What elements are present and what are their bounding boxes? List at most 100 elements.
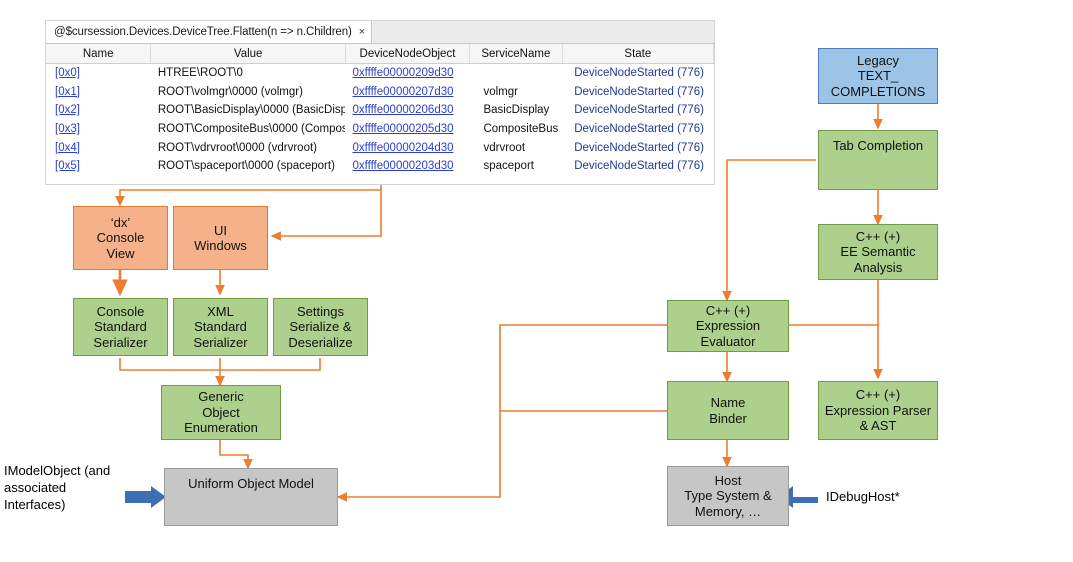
node-line: Binder (709, 410, 747, 426)
table-row[interactable]: [0x0] HTREE\ROOT\0 0xffffe00000209d30 De… (46, 64, 714, 83)
tab-bar-empty-area (372, 21, 714, 43)
row-state: DeviceNodeStarted (776) (574, 104, 704, 117)
node-line: Serializer (93, 334, 148, 350)
label-line: Interfaces) (4, 497, 66, 512)
node-name-binder[interactable]: Name Binder (667, 381, 789, 440)
row-state: DeviceNodeStarted (776) (574, 67, 704, 80)
node-ui-windows[interactable]: UI Windows (173, 206, 268, 270)
node-line: Settings (297, 303, 344, 319)
node-line: Deserialize (288, 334, 353, 350)
node-line: Console (96, 230, 145, 246)
close-icon[interactable]: × (358, 25, 366, 38)
row-node-link[interactable]: 0xffffe00000206d30 (352, 104, 454, 117)
row-node-link[interactable]: 0xffffe00000203d30 (352, 160, 454, 173)
tab-bar: @$cursession.Devices.DeviceTree.Flatten(… (46, 21, 714, 44)
row-value: ROOT\BasicDisplay\0000 (BasicDisplay) (157, 104, 346, 117)
node-line: Evaluator (700, 333, 756, 349)
row-node-link[interactable]: 0xffffe00000207d30 (352, 85, 454, 98)
row-node-link[interactable]: 0xffffe00000205d30 (352, 123, 454, 136)
row-service: spaceport (483, 160, 534, 173)
table-header-row: Name Value DeviceNodeObject ServiceName … (46, 44, 715, 64)
node-line: ‘dx’ (110, 214, 131, 230)
node-line: Type System & (684, 488, 772, 504)
column-header-value[interactable]: Value (150, 44, 346, 64)
row-name-link[interactable]: [0x1] (55, 85, 80, 98)
node-expression-parser-ast[interactable]: C++ (+) Expression Parser & AST (818, 381, 938, 440)
row-service: vdrvroot (483, 141, 526, 154)
row-value: ROOT\spaceport\0000 (spaceport) (157, 160, 335, 173)
row-name-link[interactable]: [0x5] (55, 160, 80, 173)
column-header-state[interactable]: State (562, 44, 715, 64)
node-line: Serializer (193, 334, 248, 350)
row-state: DeviceNodeStarted (776) (574, 141, 704, 154)
tab-label: @$cursession.Devices.DeviceTree.Flatten(… (54, 26, 352, 38)
column-header-devicenodeobject[interactable]: DeviceNodeObject (345, 44, 470, 64)
row-state: DeviceNodeStarted (776) (574, 123, 704, 136)
node-line: Console (96, 303, 145, 319)
label-line: IDebugHost* (826, 489, 900, 504)
device-tree-table: Name Value DeviceNodeObject ServiceName … (46, 44, 715, 176)
node-legacy-text-completions[interactable]: Legacy TEXT_ COMPLETIONS (818, 48, 938, 104)
node-line: & AST (859, 418, 897, 434)
row-value: ROOT\CompositeBus\0000 (CompositeBus) (157, 123, 346, 136)
node-expression-evaluator[interactable]: C++ (+) Expression Evaluator (667, 300, 789, 352)
row-service (469, 64, 562, 83)
node-tab-completion[interactable]: Tab Completion (818, 130, 938, 190)
column-header-servicename[interactable]: ServiceName (469, 44, 563, 64)
row-node-link[interactable]: 0xffffe00000204d30 (352, 141, 454, 154)
node-dx-console-view[interactable]: ‘dx’ Console View (73, 206, 168, 270)
node-uniform-object-model[interactable]: Uniform Object Model (164, 468, 338, 526)
node-line: Standard (194, 319, 247, 335)
table-row[interactable]: [0x3] ROOT\CompositeBus\0000 (CompositeB… (46, 120, 714, 139)
label-line: IModelObject (4, 463, 81, 478)
node-xml-standard-serializer[interactable]: XML Standard Serializer (173, 298, 268, 356)
node-ee-semantic-analysis[interactable]: C++ (+) EE Semantic Analysis (818, 224, 938, 280)
row-name-link[interactable]: [0x4] (55, 141, 80, 154)
label-idebughost: IDebugHost* (826, 488, 900, 505)
node-line: C++ (+) (705, 302, 751, 318)
node-line: XML (207, 303, 234, 319)
node-line: Standard (94, 319, 147, 335)
node-line: Enumeration (184, 420, 258, 436)
row-state: DeviceNodeStarted (776) (574, 85, 704, 98)
node-line: Expression Parser (824, 402, 932, 418)
row-service: volmgr (483, 85, 518, 98)
node-line: C++ (+) (855, 228, 901, 244)
node-generic-object-enumeration[interactable]: Generic Object Enumeration (161, 385, 281, 440)
node-line: Windows (194, 238, 247, 253)
row-name-link[interactable]: [0x2] (55, 104, 80, 117)
label-imodelobject: IModelObject (and associated Interfaces) (4, 462, 124, 513)
node-line: Expression (695, 318, 761, 334)
node-line: Analysis (853, 259, 903, 275)
row-service: CompositeBus (483, 123, 559, 136)
node-line: Host (714, 472, 742, 488)
node-line: Tab Completion (832, 138, 924, 153)
tab-devicetree-query[interactable]: @$cursession.Devices.DeviceTree.Flatten(… (46, 21, 373, 43)
column-header-name[interactable]: Name (46, 44, 152, 64)
node-line: Memory, … (694, 503, 762, 519)
row-value: HTREE\ROOT\0 (157, 67, 243, 80)
row-name-link[interactable]: [0x3] (55, 123, 80, 136)
node-line: C++ (+) (855, 387, 901, 403)
node-line: Generic (198, 389, 244, 405)
table-row[interactable]: [0x1] ROOT\volmgr\0000 (volmgr) 0xffffe0… (46, 83, 714, 102)
node-console-standard-serializer[interactable]: Console Standard Serializer (73, 298, 168, 356)
node-line: COMPLETIONS (830, 83, 926, 99)
node-line: Name (710, 395, 746, 410)
node-host-type-system[interactable]: Host Type System & Memory, … (667, 466, 789, 526)
table-row[interactable]: [0x5] ROOT\spaceport\0000 (spaceport) 0x… (46, 157, 714, 176)
row-node-link[interactable]: 0xffffe00000209d30 (352, 67, 454, 80)
debugger-window: @$cursession.Devices.DeviceTree.Flatten(… (45, 20, 715, 185)
node-line: TEXT_ (857, 68, 899, 84)
label-line: (and associated (4, 463, 111, 495)
table-row[interactable]: [0x2] ROOT\BasicDisplay\0000 (BasicDispl… (46, 101, 714, 120)
row-state: DeviceNodeStarted (776) (574, 160, 704, 173)
node-settings-serialize-deserialize[interactable]: Settings Serialize & Deserialize (273, 298, 368, 356)
node-line: EE Semantic (840, 244, 916, 260)
node-line: UI (214, 222, 227, 238)
table-row[interactable]: [0x4] ROOT\vdrvroot\0000 (vdrvroot) 0xff… (46, 138, 714, 157)
node-line: Object (202, 404, 240, 420)
row-name-link[interactable]: [0x0] (55, 67, 80, 80)
row-value: ROOT\volmgr\0000 (volmgr) (157, 85, 303, 98)
